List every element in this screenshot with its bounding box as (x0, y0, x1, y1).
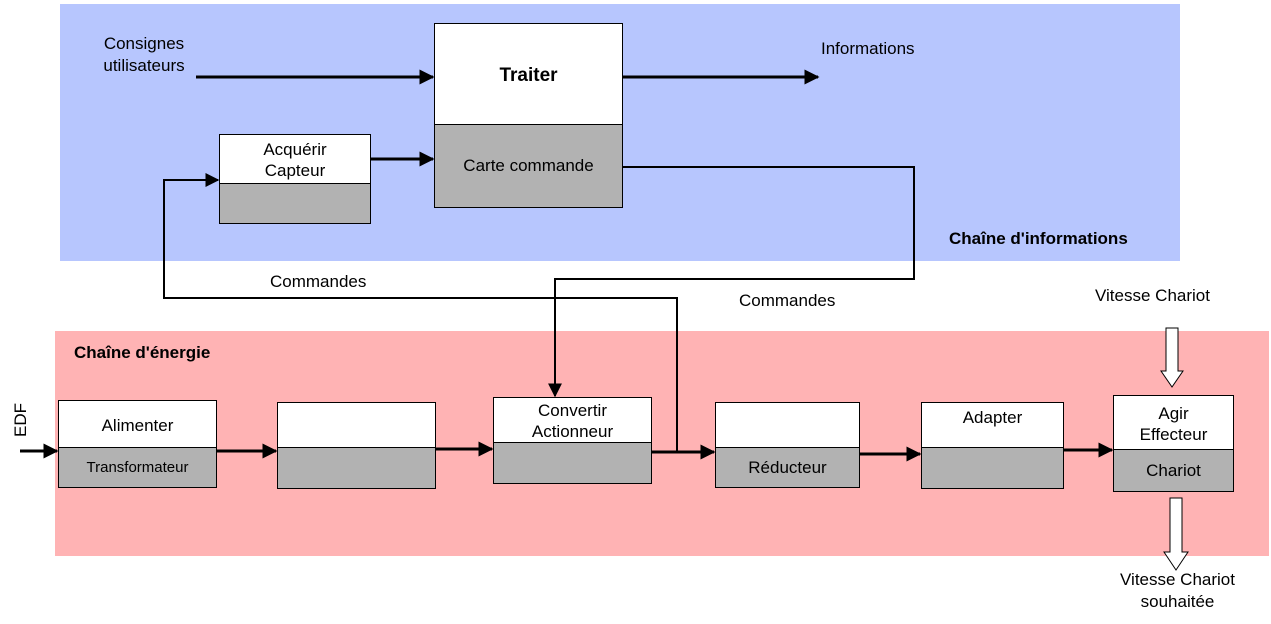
edf-label: EDF (11, 403, 30, 437)
convertir-block: Convertir Actionneur (493, 397, 652, 484)
capteur-label: Capteur (264, 161, 326, 180)
commandes-to-convertir-wire (548, 166, 915, 398)
feedback-to-acquerir-wire (163, 173, 678, 451)
agir-block: Agir Effecteur Chariot (1113, 395, 1234, 492)
consignes-line2: utilisateurs (103, 56, 185, 75)
vitesse-out-line1: Vitesse Chariot (1120, 570, 1235, 589)
distribuer-bottom (278, 447, 435, 488)
adapter-block: Adapter (921, 402, 1064, 489)
distribuer-top (278, 403, 435, 449)
commandes-left-label: Commandes (270, 272, 367, 291)
distribuer-block (277, 402, 436, 489)
vitesse-out-arrow (1163, 497, 1189, 571)
alimenter-label: Alimenter (59, 401, 216, 449)
vitesse-out-line2: souhaitée (1140, 592, 1215, 611)
information-chain-label: Chaîne d'informations (949, 229, 1128, 248)
consignes-line1: Consignes (103, 34, 185, 53)
carte-commande-label: Carte commande (435, 124, 622, 207)
agir-label: Agir (1158, 403, 1189, 423)
traiter-block: Traiter Carte commande (434, 23, 623, 208)
transformateur-label: Transformateur (59, 447, 216, 487)
convertir-label: Convertir (538, 401, 607, 420)
convertir-bottom (494, 442, 651, 483)
energy-chain-label: Chaîne d'énergie (74, 343, 211, 362)
adapter-label: Adapter (922, 403, 1063, 431)
acquerir-top: Acquérir Capteur (220, 135, 370, 185)
vitesse-in-arrow (1160, 327, 1184, 388)
commandes-right-label: Commandes (739, 291, 836, 310)
traiter-label: Traiter (435, 24, 622, 126)
vitesse-in-label: Vitesse Chariot (1095, 286, 1210, 305)
alimenter-block: Alimenter Transformateur (58, 400, 217, 488)
vitesse-out-label: Vitesse Chariot souhaitée (1100, 569, 1255, 613)
actionneur-label: Actionneur (531, 422, 614, 441)
transmettre-block: Réducteur (715, 402, 860, 488)
consignes-label: Consignes utilisateurs (92, 33, 196, 77)
acquerir-block: Acquérir Capteur (219, 134, 371, 224)
acquerir-bottom (220, 183, 370, 223)
reducteur-label: Réducteur (716, 447, 859, 487)
convertir-top: Convertir Actionneur (494, 398, 651, 444)
effecteur-label: Effecteur (1139, 424, 1208, 444)
energy-chain-zone (55, 331, 1269, 556)
acquerir-label: Acquérir (263, 140, 327, 159)
transmettre-top (716, 403, 859, 449)
chariot-label: Chariot (1114, 449, 1233, 491)
informations-label: Informations (821, 39, 915, 58)
adapter-bottom (922, 447, 1063, 488)
agir-top: Agir Effecteur (1114, 396, 1233, 451)
